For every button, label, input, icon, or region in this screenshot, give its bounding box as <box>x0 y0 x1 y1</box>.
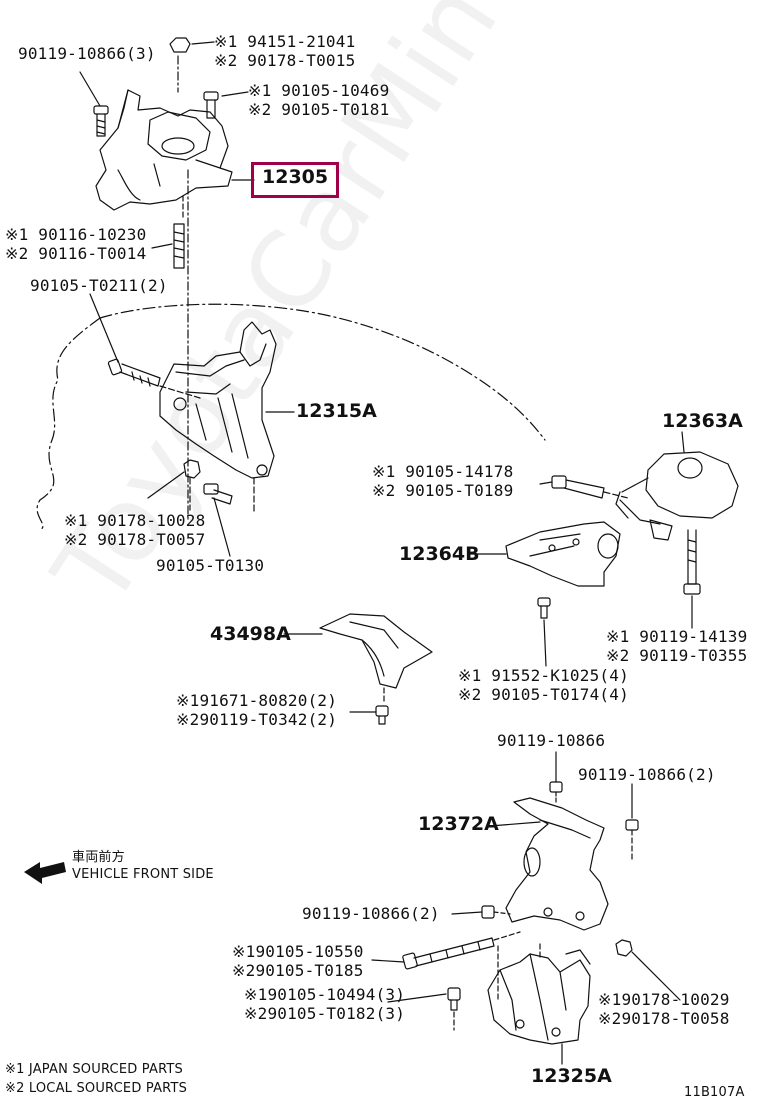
part-label[interactable]: ※1 90178-10028 <box>64 511 206 530</box>
bolt-icon <box>625 819 639 861</box>
part-label[interactable]: ※290178-T0058 <box>598 1009 730 1028</box>
legend-note-japan: ※1 JAPAN SOURCED PARTS <box>5 1062 183 1077</box>
highlight-box <box>251 162 339 198</box>
leader-line <box>489 821 541 827</box>
leader-line <box>543 619 547 667</box>
part-label[interactable]: 90119-10866 <box>497 731 606 750</box>
part-label[interactable]: ※191671-80820(2) <box>176 691 338 710</box>
part-label[interactable]: ※190105-10494(3) <box>244 985 406 1004</box>
left-arrow-icon <box>24 862 66 884</box>
part-label[interactable]: 90105-T0211(2) <box>30 276 168 295</box>
direction-label-en: VEHICLE FRONT SIDE <box>72 867 214 882</box>
part-label[interactable]: ※290105-T0185 <box>232 961 364 980</box>
engine-mount-12363a <box>615 451 739 541</box>
part-label[interactable]: 90105-T0130 <box>156 556 265 575</box>
bolt-icon <box>107 358 161 387</box>
part-label[interactable]: 12363A <box>662 410 743 432</box>
leader-line <box>79 71 101 107</box>
leader-line <box>539 481 553 485</box>
leader-line <box>89 293 119 363</box>
engine-mount-bracket-12315a <box>159 321 277 479</box>
part-label[interactable]: ※2 90105-T0174(4) <box>458 685 629 704</box>
leader-line <box>213 497 231 557</box>
leader-line <box>221 91 249 97</box>
part-label[interactable]: ※2 90178-T0015 <box>214 51 356 70</box>
nut-icon <box>169 37 191 53</box>
part-label[interactable]: 43498A <box>210 623 291 645</box>
leader-line <box>147 471 185 499</box>
part-label[interactable]: 90119-10866(3) <box>18 44 156 63</box>
part-label[interactable]: ※2 90178-T0057 <box>64 530 206 549</box>
part-label[interactable]: ※2 90116-T0014 <box>5 244 147 263</box>
part-label[interactable]: ※2 90105-T0189 <box>372 481 514 500</box>
bolt-icon <box>537 597 551 619</box>
part-label[interactable]: ※1 90105-14178 <box>372 462 514 481</box>
part-label[interactable]: ※1 91552-K1025(4) <box>458 666 629 685</box>
direction-label-jp: 車両前方 <box>72 850 125 865</box>
heat-insulator-43498a <box>319 613 433 689</box>
part-label-highlighted[interactable]: 12305 <box>262 166 329 188</box>
leader-line <box>191 41 215 45</box>
engine-mount-bracket-12372a <box>505 797 609 931</box>
engine-outline <box>36 317 101 531</box>
bolt-icon <box>551 475 605 499</box>
leader-line <box>451 911 483 915</box>
part-label[interactable]: ※190178-10029 <box>598 990 730 1009</box>
engine-mount-bracket-12364b <box>505 521 621 587</box>
engine-mount-bracket-12325a <box>487 949 591 1045</box>
bolt-icon <box>375 705 389 725</box>
engine-mount-12305 <box>95 89 233 211</box>
part-label[interactable]: ※1 90105-10469 <box>248 81 390 100</box>
leader-line <box>681 431 685 453</box>
part-label[interactable]: 12372A <box>418 813 499 835</box>
bolt-icon <box>93 105 109 137</box>
leader-line <box>631 951 681 1001</box>
part-label[interactable]: ※2 90119-T0355 <box>606 646 748 665</box>
part-label[interactable]: ※290105-T0182(3) <box>244 1004 406 1023</box>
part-label[interactable]: 90119-10866(2) <box>302 904 440 923</box>
bolt-icon <box>203 483 233 505</box>
nut-icon <box>615 939 633 957</box>
bolt-icon <box>683 529 701 595</box>
part-label[interactable]: 12364B <box>399 543 480 565</box>
part-label[interactable]: ※290119-T0342(2) <box>176 710 338 729</box>
part-label[interactable]: 90119-10866(2) <box>578 765 716 784</box>
leader-line <box>371 959 405 963</box>
bolt-icon <box>203 91 219 119</box>
part-label[interactable]: ※2 90105-T0181 <box>248 100 390 119</box>
legend-note-local: ※2 LOCAL SOURCED PARTS <box>5 1081 188 1096</box>
bolt-icon <box>447 987 461 1011</box>
stud-icon <box>173 223 185 269</box>
part-label[interactable]: ※1 94151-21041 <box>214 32 356 51</box>
bolt-icon <box>549 781 563 805</box>
nut-icon <box>183 459 201 479</box>
part-label[interactable]: ※1 90116-10230 <box>5 225 147 244</box>
part-label[interactable]: ※190105-10550 <box>232 942 364 961</box>
leader-line <box>387 993 447 1003</box>
part-label[interactable]: 12325A <box>531 1065 612 1087</box>
bolt-icon <box>402 937 495 970</box>
leader-line <box>151 243 173 249</box>
part-label[interactable]: 12315A <box>296 400 377 422</box>
figure-id: 11B107A <box>684 1085 745 1100</box>
part-label[interactable]: ※1 90119-14139 <box>606 627 748 646</box>
